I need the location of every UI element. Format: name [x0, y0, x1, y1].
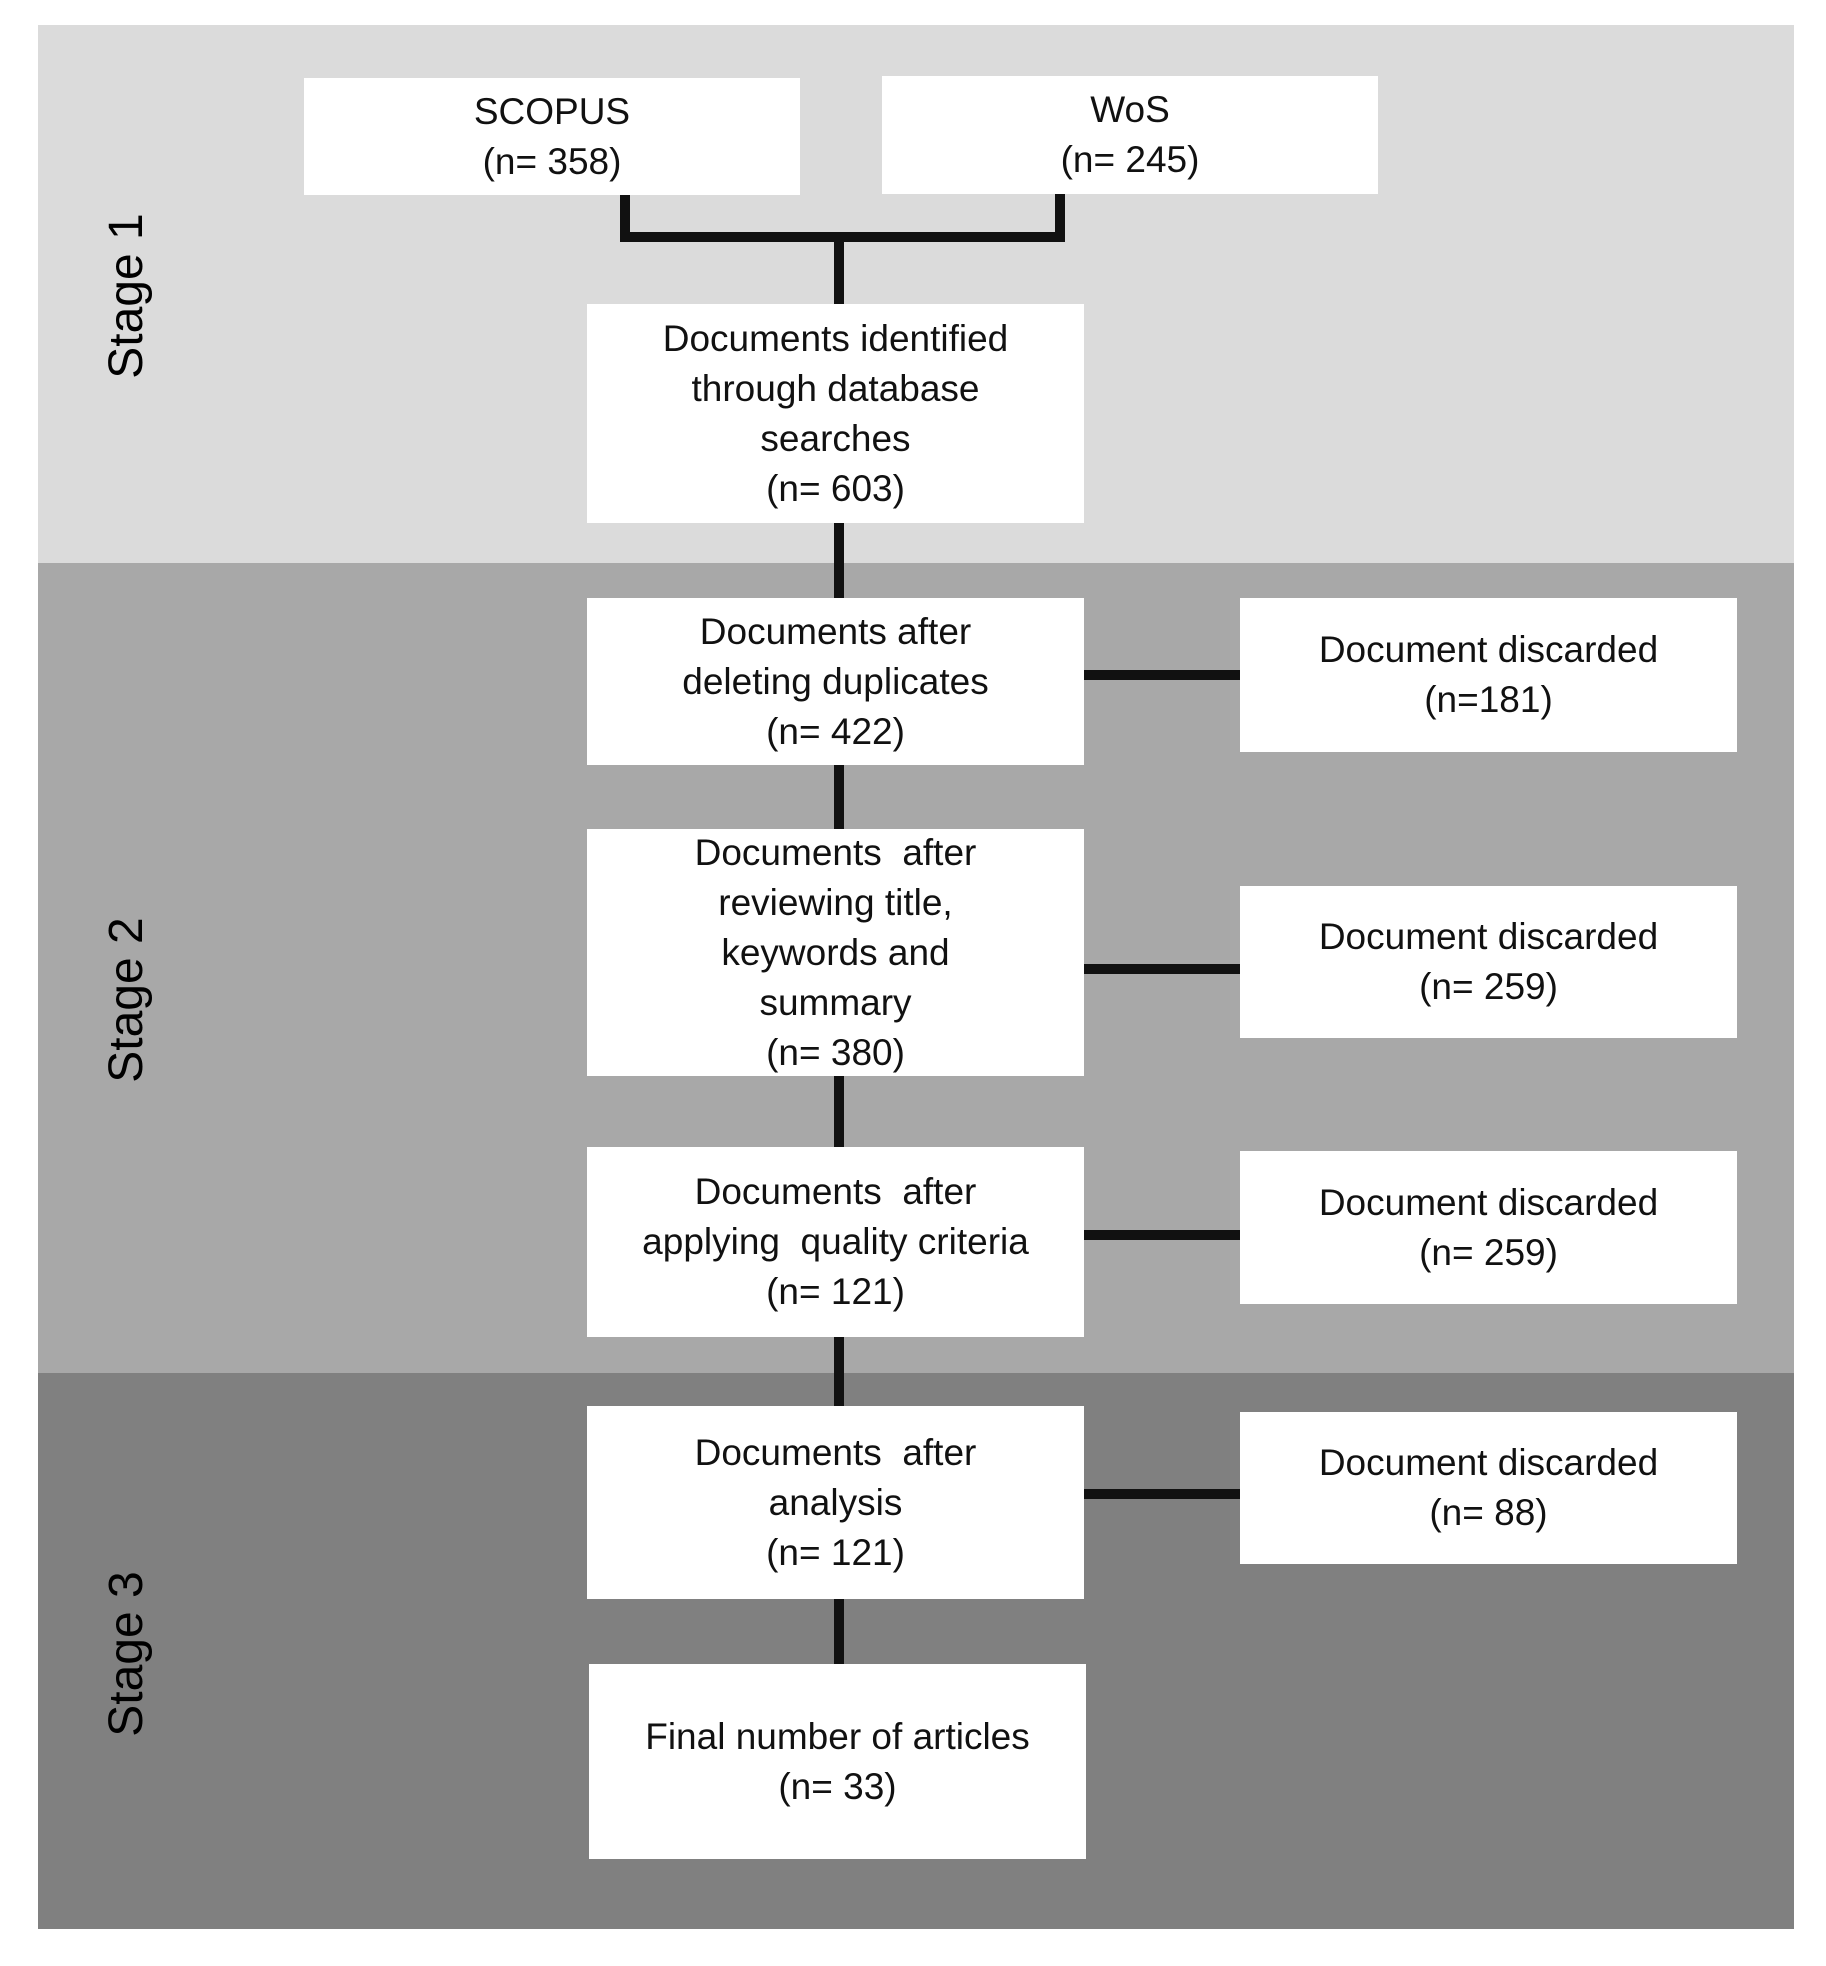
discarded-label: Document discarded — [1318, 1181, 1659, 1223]
connector-identified-to-duplicates — [834, 523, 844, 598]
identified-line: Documents identified — [662, 317, 1009, 359]
connector-review-to-quality — [834, 1076, 844, 1147]
discarded-box: Document discarded (n= 259) — [1240, 886, 1737, 1038]
final-count: (n= 33) — [778, 1765, 897, 1807]
stage-1-label: Stage 1 — [100, 213, 153, 379]
discarded-count: (n= 259) — [1419, 1231, 1558, 1273]
connector-discard-4 — [1084, 1489, 1240, 1499]
after-analysis-line: analysis — [768, 1481, 903, 1523]
after-review-line: summary — [759, 981, 912, 1023]
after-analysis-line: Documents after — [694, 1431, 977, 1473]
source-wos-box: WoS (n= 245) — [882, 76, 1378, 194]
identified-count: (n= 603) — [766, 467, 905, 509]
final-line: Final number of articles — [645, 1715, 1030, 1757]
discarded-box: Document discarded (n= 259) — [1240, 1151, 1737, 1304]
after-review-line: Documents after — [694, 831, 977, 873]
discarded-count: (n= 259) — [1419, 966, 1558, 1007]
identified-box: Documents identified through database se… — [587, 304, 1084, 523]
after-review-line: keywords and — [721, 931, 950, 973]
connector-wos-down — [1055, 194, 1065, 240]
after-duplicates-line: Documents after — [699, 610, 972, 652]
discarded-label: Document discarded — [1318, 1442, 1659, 1483]
connector-discard-3 — [1084, 1230, 1240, 1240]
after-quality-line: Documents after — [694, 1171, 977, 1212]
connector-discard-1 — [1084, 670, 1240, 680]
after-review-count: (n= 380) — [766, 1031, 905, 1073]
discarded-count: (n=181) — [1424, 679, 1553, 720]
connector-discard-2 — [1084, 964, 1240, 974]
stage-3-label: Stage 3 — [100, 1571, 153, 1737]
source-scopus-box: SCOPUS (n= 358) — [304, 78, 800, 195]
connector-analysis-to-final — [834, 1599, 844, 1664]
identified-line: through database — [691, 367, 980, 409]
source-wos-name: WoS — [1090, 89, 1170, 130]
after-quality-count: (n= 121) — [766, 1271, 905, 1312]
after-review-box: Documents after reviewing title, keyword… — [587, 829, 1084, 1076]
discarded-count: (n= 88) — [1429, 1492, 1548, 1533]
source-scopus-name: SCOPUS — [473, 90, 631, 132]
connector-scopus-down — [620, 195, 630, 240]
source-scopus-count: (n= 358) — [482, 140, 622, 182]
after-analysis-box: Documents after analysis (n= 121) — [587, 1406, 1084, 1599]
after-duplicates-count: (n= 422) — [766, 710, 905, 752]
connector-duplicates-to-review — [834, 765, 844, 829]
connector-quality-to-analysis — [834, 1337, 844, 1406]
after-duplicates-box: Documents after deleting duplicates (n= … — [587, 598, 1084, 765]
after-quality-line: applying quality criteria — [642, 1221, 1029, 1262]
identified-line: searches — [760, 417, 911, 459]
discarded-label: Document discarded — [1318, 629, 1659, 670]
discarded-label: Document discarded — [1318, 916, 1659, 957]
source-wos-count: (n= 245) — [1060, 139, 1200, 180]
stage-2-label: Stage 2 — [100, 917, 153, 1083]
after-review-line: reviewing title, — [718, 881, 953, 923]
after-duplicates-line: deleting duplicates — [682, 660, 989, 702]
after-analysis-count: (n= 121) — [766, 1531, 905, 1573]
after-quality-box: Documents after applying quality criteri… — [587, 1147, 1084, 1337]
discarded-box: Document discarded (n=181) — [1240, 598, 1737, 752]
discarded-box: Document discarded (n= 88) — [1240, 1412, 1737, 1564]
final-box: Final number of articles (n= 33) — [589, 1664, 1086, 1859]
connector-merge-down — [834, 232, 844, 304]
